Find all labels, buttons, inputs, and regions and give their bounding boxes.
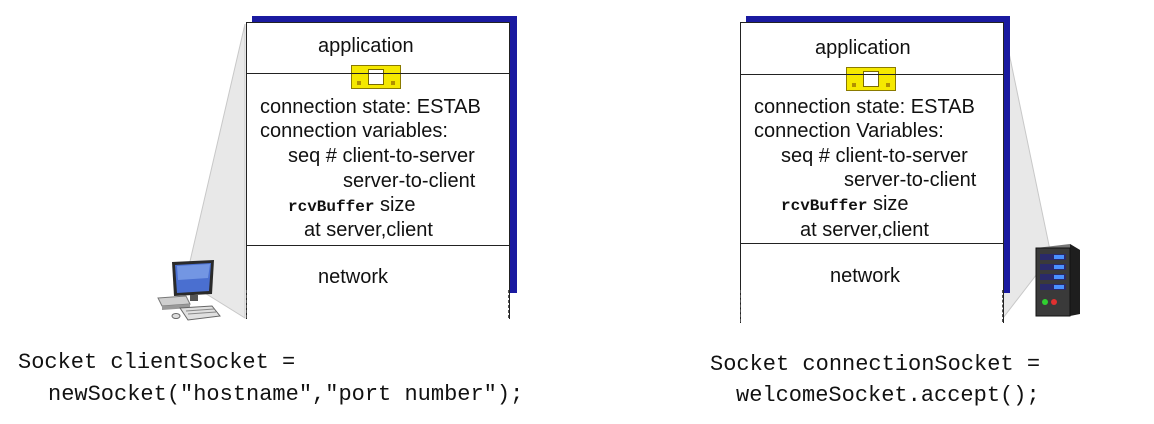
client-dash-left [246, 290, 247, 318]
server-dash-right [1002, 290, 1003, 322]
server-layer-network: network [830, 265, 901, 287]
server-seq2: server-to-client [844, 169, 977, 191]
server-buffer: rcvBuffer size [781, 192, 909, 218]
client-state: connection state: ESTAB [260, 96, 481, 118]
client-socket-icon [351, 65, 401, 89]
client-buffer-code: rcvBuffer [288, 198, 375, 216]
server-socket-icon [846, 67, 896, 91]
client-vars: connection variables: [260, 120, 448, 142]
client-buffer: rcvBuffer size [288, 193, 416, 219]
server-layer-application: application [815, 37, 911, 59]
server-divider-bottom [741, 243, 1003, 244]
client-layer-network: network [318, 266, 389, 288]
client-code-line2: newSocket("hostname","port number"); [48, 382, 524, 407]
server-buffer-code: rcvBuffer [781, 197, 868, 215]
server-vars: connection Variables: [754, 120, 944, 142]
client-layer-application: application [318, 35, 414, 57]
desktop-computer-icon [157, 260, 221, 321]
client-divider-bottom [247, 245, 509, 246]
server-dash-left [740, 290, 741, 322]
client-seq2: server-to-client [343, 170, 476, 192]
server-buffer-suffix: size [867, 193, 909, 215]
client-seq: seq # client-to-server [288, 145, 475, 167]
server-tower-icon [1035, 244, 1080, 317]
client-at: at server,client [304, 219, 433, 241]
client-divider-top [247, 73, 509, 74]
server-divider-top [741, 74, 1003, 75]
client-code-line1: Socket clientSocket = [18, 350, 296, 375]
server-at: at server,client [800, 219, 929, 241]
server-code-line1: Socket connectionSocket = [710, 352, 1041, 377]
client-buffer-suffix: size [374, 194, 416, 216]
server-code-line2: welcomeSocket.accept(); [736, 383, 1040, 408]
server-state: connection state: ESTAB [754, 96, 975, 118]
server-seq: seq # client-to-server [781, 145, 968, 167]
client-dash-right [508, 290, 509, 318]
